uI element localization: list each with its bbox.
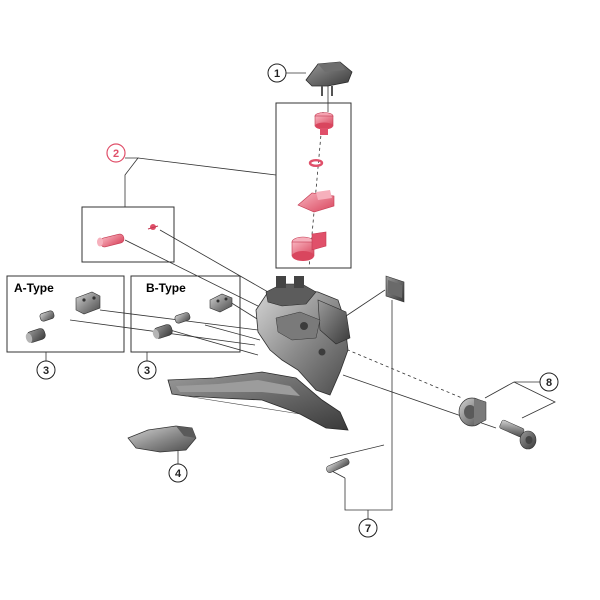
box-a-type: A-Type [6, 275, 125, 353]
callout-1: 1 [267, 63, 287, 83]
a-type-bolt [39, 310, 55, 322]
part-7-plate [385, 275, 405, 303]
box-part-2-stack [275, 102, 352, 269]
part-7-pin [326, 458, 350, 473]
callout-4: 4 [168, 463, 188, 483]
a-type-label: A-Type [14, 281, 54, 295]
a-type-parts [25, 291, 101, 343]
b-type-label: B-Type [146, 281, 186, 295]
a-type-bracket [75, 291, 101, 315]
part-8-bolt [499, 419, 537, 450]
callout-7: 7 [358, 518, 378, 538]
b-type-sleeve [152, 324, 173, 339]
part-8-washer [458, 397, 487, 427]
b-type-bolt [174, 312, 191, 324]
svg-text:2: 2 [113, 148, 119, 160]
callout-2: 2 [106, 143, 126, 163]
callout-8: 8 [539, 372, 559, 392]
svg-text:4: 4 [175, 468, 182, 480]
svg-text:3: 3 [43, 365, 49, 377]
part-4-cage-plate [127, 425, 197, 453]
clip-piece [297, 190, 335, 213]
svg-text:7: 7 [365, 523, 371, 535]
box-b-type: B-Type [130, 275, 241, 353]
part-2-stack [291, 112, 335, 261]
svg-text:1: 1 [274, 68, 280, 80]
pin-and-spring [97, 224, 159, 248]
callout-3-b-type: 3 [137, 360, 157, 380]
front-derailleur-body [167, 276, 351, 431]
adjust-screw [314, 112, 334, 135]
callout-3-a-type: 3 [36, 360, 56, 380]
small-ring [308, 158, 324, 167]
box-part-2-small [81, 206, 175, 263]
svg-text:8: 8 [546, 377, 552, 389]
b-type-bracket [209, 293, 233, 313]
svg-text:3: 3 [144, 365, 150, 377]
lever-unit [291, 231, 327, 261]
b-type-parts [152, 293, 233, 339]
part-1-cover [305, 61, 353, 96]
a-type-sleeve [25, 328, 46, 343]
leader-lines [45, 72, 556, 520]
